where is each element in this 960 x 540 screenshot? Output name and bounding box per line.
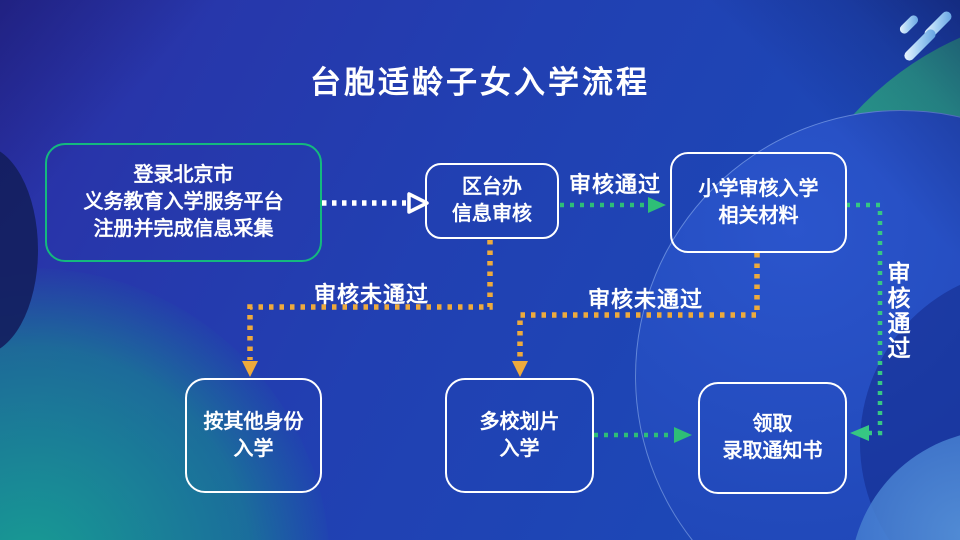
node-text-line: 录取通知书 (722, 440, 823, 462)
node-text-line: 登录北京市 (133, 164, 234, 186)
node-text-line: 多校划片 (479, 410, 560, 433)
flow-node-school-review: 小学审核入学 相关材料 (670, 152, 847, 253)
logo-bar (898, 13, 920, 36)
page-title: 台胞适龄子女入学流程 (310, 65, 650, 100)
node-text-line: 领取 (752, 413, 793, 435)
node-text-line: 入学 (499, 437, 540, 460)
edge-label-fail-left: 审核未通过 (314, 282, 430, 307)
edge-label-pass-right-vertical: 审核通过 (887, 260, 911, 361)
node-text-line: 按其他身份 (203, 410, 304, 433)
node-text-line: 义务教育入学服务平台 (83, 191, 284, 213)
node-text-line: 信息审核 (452, 203, 532, 225)
node-text-line: 注册并完成信息采集 (93, 218, 274, 240)
flow-node-multi-school: 多校划片 入学 (445, 378, 594, 493)
flow-node-district-review: 区台办 信息审核 (425, 163, 559, 239)
flow-node-register: 登录北京市 义务教育入学服务平台 注册并完成信息采集 (45, 143, 322, 262)
node-text-line: 相关材料 (718, 204, 799, 227)
flow-node-admission-notice: 领取 录取通知书 (698, 382, 847, 494)
node-text-line: 入学 (233, 437, 274, 460)
node-text-line: 区台办 (462, 176, 522, 198)
flow-node-other-identity: 按其他身份 入学 (185, 378, 322, 493)
node-text-line: 小学审核入学 (698, 177, 819, 200)
edge-label-fail-right: 审核未通过 (588, 287, 704, 312)
edge-label-pass-top: 审核通过 (568, 172, 661, 197)
